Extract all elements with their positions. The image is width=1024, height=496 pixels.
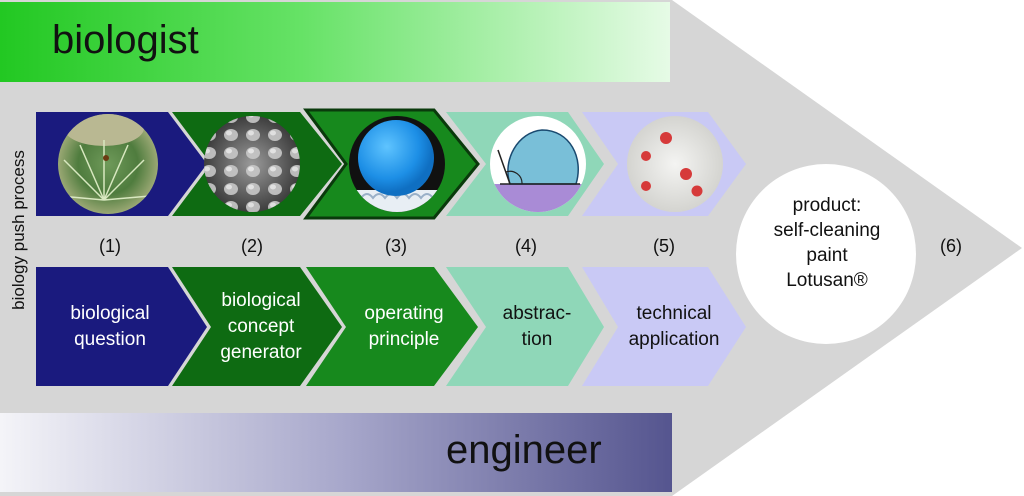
engineer-label: engineer [446,428,602,472]
process-side-label: biology push process [9,150,28,310]
leaf-surface-micrograph [204,116,300,212]
step-label-3: operating principle [364,302,444,350]
step-number-5: (5) [653,236,675,256]
chevron-step-5-label [582,267,746,386]
droplets-on-paint-surface [627,116,723,212]
product-label: product: self-cleaning paint Lotusan® [773,195,881,291]
step-label-2: biological concept generator [220,289,302,363]
step-number-6: (6) [940,236,962,256]
product-circle [736,164,916,344]
chevron-step-2-label [172,267,342,386]
step-number-3: (3) [385,236,407,256]
engineer-banner [0,413,672,492]
step-number-4: (4) [515,236,537,256]
step-label-4: abstrac- tion [502,302,572,350]
biologist-banner [0,2,670,82]
chevron-step-4-label [446,267,604,386]
step-label-1: biological question [70,302,150,350]
step-number-2: (2) [241,236,263,256]
biologist-label: biologist [52,18,199,62]
chevron-step-1-label [36,267,207,386]
step-number-1: (1) [99,236,121,256]
step-label-5: technical application [628,302,720,350]
chevron-step-3-label [306,267,478,386]
